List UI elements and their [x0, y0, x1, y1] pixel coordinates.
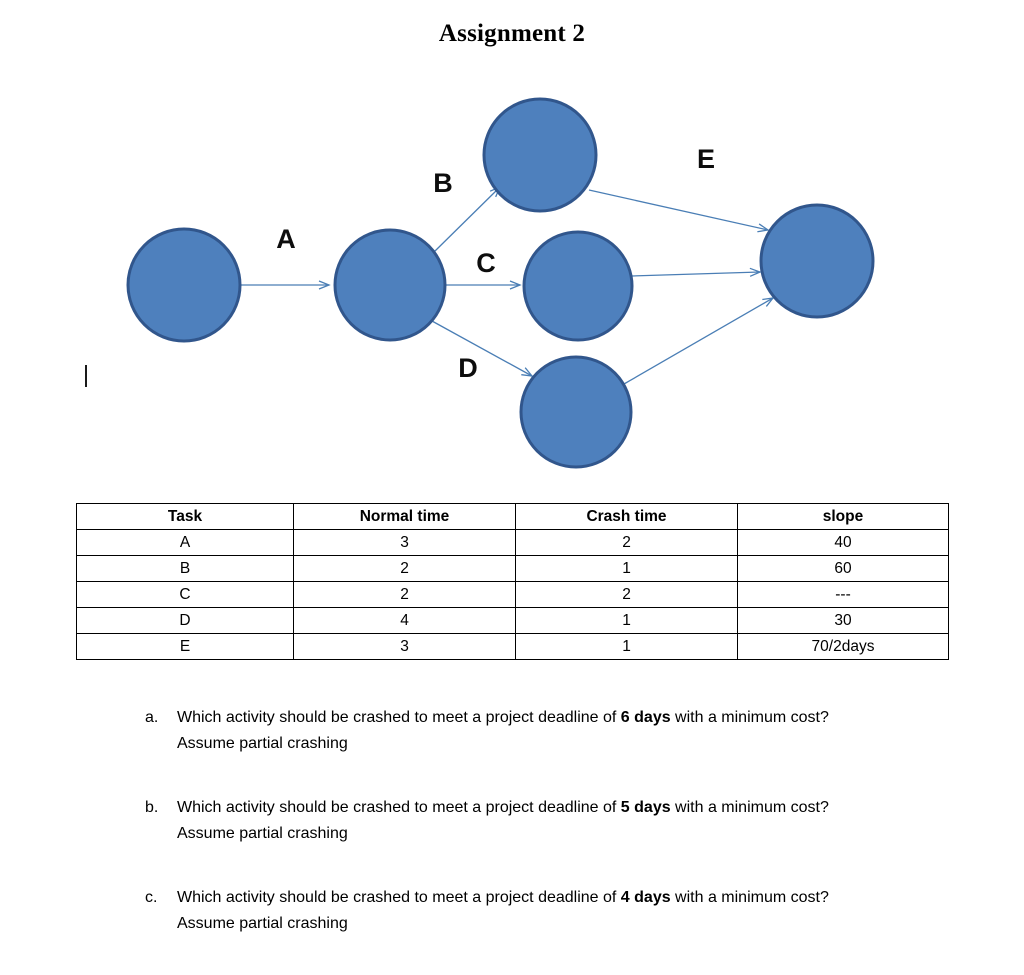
node-3-top[interactable]: [482, 97, 598, 213]
network-diagram-canvas: A B C D E: [126, 97, 875, 469]
edge-mid-to-end: [631, 267, 762, 277]
cell-slope: 40: [737, 529, 949, 556]
cell-slope: ---: [737, 581, 949, 608]
question-emphasis: 5 days: [620, 799, 671, 816]
cell-normal-time: 3: [293, 529, 516, 556]
cell-slope: 60: [737, 555, 949, 582]
edge-bottom-to-end: [623, 297, 775, 385]
table-row: A 3 2 40: [76, 529, 949, 556]
cell-task: B: [76, 555, 294, 582]
question-text-after: with a minimum cost?: [670, 709, 829, 726]
column-header-task: Task: [76, 503, 294, 530]
diagram-nodes: [126, 97, 875, 469]
cell-crash-time: 1: [515, 633, 738, 660]
diagram-edges: [241, 185, 775, 385]
table-header-row: Task Normal time Crash time slope: [76, 503, 949, 530]
edge-label-c: C: [476, 248, 496, 278]
edge-e: [588, 189, 770, 233]
question-item-b: b. Which activity should be crashed to m…: [145, 795, 975, 847]
cell-normal-time: 2: [293, 555, 516, 582]
edge-label-a: A: [276, 224, 296, 254]
edge-label-d: D: [458, 353, 478, 383]
question-text-before: Which activity should be crashed to meet…: [177, 709, 621, 726]
node-2[interactable]: [333, 228, 447, 342]
cell-task: E: [76, 633, 294, 660]
question-text-after: with a minimum cost?: [670, 799, 829, 816]
cell-task: C: [76, 581, 294, 608]
cell-crash-time: 1: [515, 555, 738, 582]
page-title: Assignment 2: [438, 20, 586, 47]
edge-label-b: B: [433, 168, 453, 198]
cell-task: A: [76, 529, 294, 556]
node-4-middle[interactable]: [522, 230, 634, 342]
edge-b: [433, 185, 502, 253]
question-text: Which activity should be crashed to meet…: [177, 795, 975, 847]
diagram-edge-labels: A B C D E: [276, 144, 715, 383]
question-item-c: c. Which activity should be crashed to m…: [145, 885, 975, 937]
table-row: B 2 1 60: [76, 555, 949, 582]
table-row: C 2 2 ---: [76, 581, 949, 608]
column-header-slope: slope: [737, 503, 949, 530]
column-header-crash-time: Crash time: [515, 503, 738, 530]
cell-slope: 30: [737, 607, 949, 634]
question-second-line: Assume partial crashing: [177, 825, 348, 842]
question-marker: c.: [145, 889, 158, 906]
node-start[interactable]: [126, 227, 242, 343]
cell-crash-time: 2: [515, 529, 738, 556]
edge-d: [431, 320, 534, 377]
question-emphasis: 4 days: [620, 889, 671, 906]
question-marker: b.: [145, 799, 159, 816]
question-marker: a.: [145, 709, 159, 726]
node-5-bottom[interactable]: [519, 355, 633, 469]
cell-normal-time: 2: [293, 581, 516, 608]
cell-crash-time: 1: [515, 607, 738, 634]
cell-normal-time: 3: [293, 633, 516, 660]
question-text-before: Which activity should be crashed to meet…: [177, 799, 621, 816]
cell-crash-time: 2: [515, 581, 738, 608]
question-second-line: Assume partial crashing: [177, 735, 348, 752]
table-row: E 3 1 70/2days: [76, 633, 949, 660]
node-end[interactable]: [759, 203, 875, 319]
cell-task: D: [76, 607, 294, 634]
column-header-normal-time: Normal time: [293, 503, 516, 530]
question-text: Which activity should be crashed to meet…: [177, 705, 975, 757]
text-cursor: [85, 365, 87, 387]
cell-slope: 70/2days: [737, 633, 949, 660]
question-second-line: Assume partial crashing: [177, 915, 348, 932]
cell-normal-time: 4: [293, 607, 516, 634]
questions-list: a. Which activity should be crashed to m…: [145, 705, 975, 975]
question-emphasis: 6 days: [620, 709, 671, 726]
network-diagram: A B C D E: [0, 80, 1024, 490]
question-text: Which activity should be crashed to meet…: [177, 885, 975, 937]
question-text-before: Which activity should be crashed to meet…: [177, 889, 621, 906]
question-item-a: a. Which activity should be crashed to m…: [145, 705, 975, 757]
crash-data-table: Task Normal time Crash time slope A 3 2 …: [76, 503, 949, 660]
edge-label-e: E: [697, 144, 715, 174]
question-text-after: with a minimum cost?: [670, 889, 829, 906]
table-row: D 4 1 30: [76, 607, 949, 634]
